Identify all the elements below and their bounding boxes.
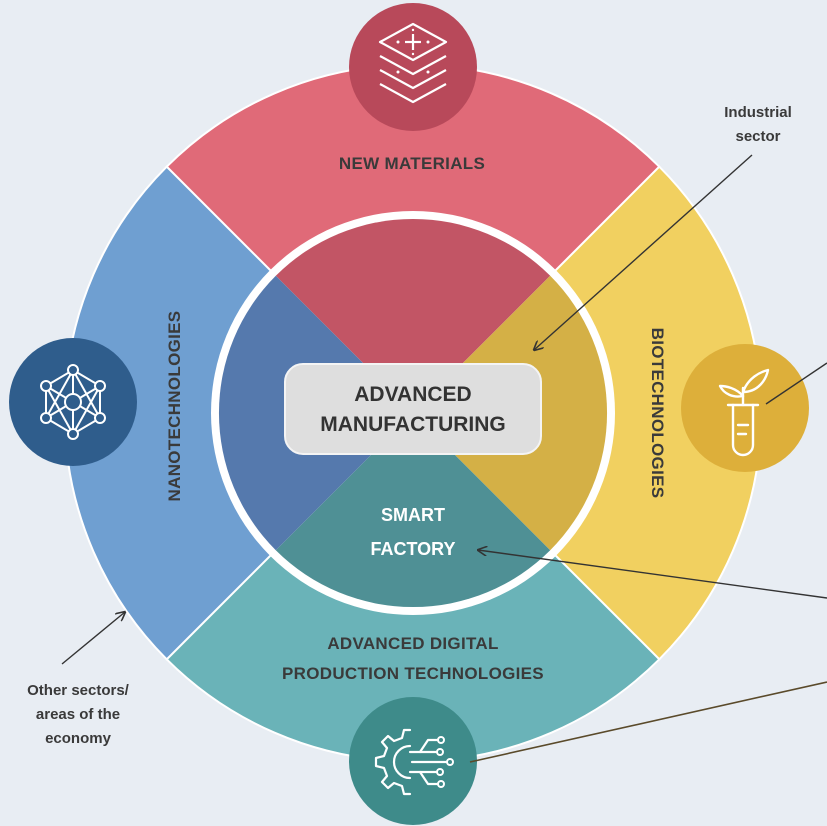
gear-circuit-icon [349, 697, 477, 825]
other-sectors-line3: economy [45, 730, 112, 747]
industrial-sector-line1: Industrial [724, 104, 792, 121]
smart-factory-arrow [478, 550, 827, 599]
layered-materials-icon [349, 3, 477, 131]
industrial-sector-arrow [534, 154, 753, 350]
other-sectors-line1: Other sectors/ [27, 682, 130, 699]
digital-leader-line [469, 681, 827, 763]
smart-factory-line2: FACTORY [370, 539, 455, 559]
nanotechnologies-label: NANOTECHNOLOGIES [165, 311, 184, 502]
plant-test-tube-icon [681, 344, 809, 472]
center-label-box [284, 363, 542, 455]
center-label-line1: ADVANCED [354, 383, 471, 406]
inner-segment-bottom [275, 413, 551, 608]
biotech-leader-line [765, 362, 827, 405]
biotechnologies-label: BIOTECHNOLOGIES [648, 328, 667, 499]
smart-factory-line1: SMART [381, 505, 445, 525]
advanced-digital-label-line1: ADVANCED DIGITAL [327, 634, 498, 653]
other-sectors-arrow [61, 612, 125, 665]
new-materials-label: NEW MATERIALS [339, 154, 485, 173]
other-sectors-line2: areas of the [36, 706, 120, 723]
advanced-digital-label-line2: PRODUCTION TECHNOLOGIES [282, 664, 544, 683]
center-label-line2: MANUFACTURING [320, 413, 505, 436]
molecule-network-icon [9, 338, 137, 466]
inner-segment-top [275, 218, 551, 413]
industrial-sector-line2: sector [735, 128, 780, 145]
